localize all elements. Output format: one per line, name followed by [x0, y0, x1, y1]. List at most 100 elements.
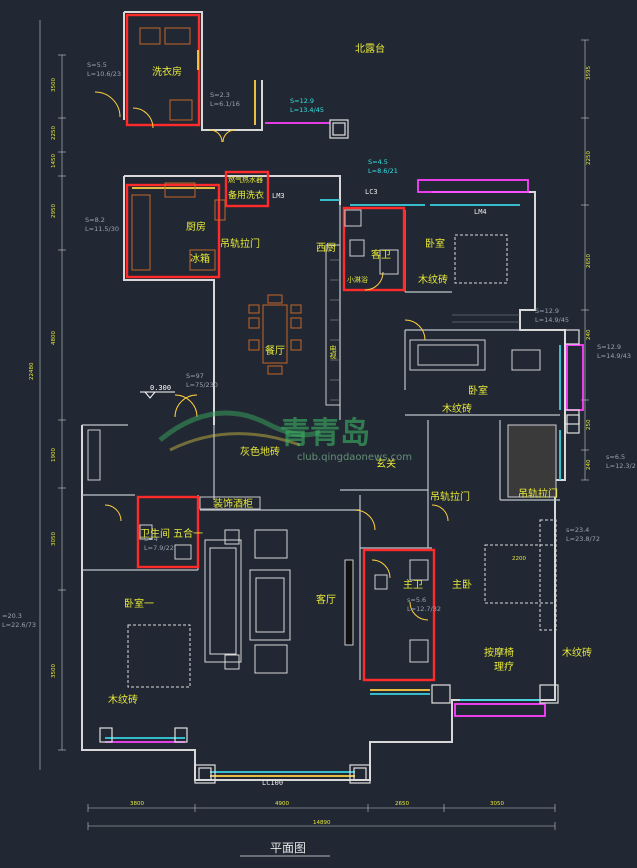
- balcony-level: 0.300: [150, 384, 171, 392]
- sofa-bedroom: [409, 339, 557, 498]
- dim-bottom-3: 2650: [395, 801, 409, 807]
- area-laundry-s: S=5.5: [87, 61, 107, 69]
- label-bath-five: 卫生间 五合一: [140, 527, 203, 540]
- dim-left-8: 3500: [51, 664, 57, 678]
- area-bedroom-mid-l: L=14.9/43: [597, 352, 631, 360]
- dimension-ticks: [58, 39, 589, 830]
- label-wood-floor-2: 木纹砖: [442, 402, 472, 415]
- label-sliding-door-2: 吊轨拉门: [430, 490, 470, 503]
- label-tv-wall: 电视: [329, 344, 337, 360]
- area-bath-five-l: L=7.9/22: [144, 544, 174, 552]
- label-north-terrace: 北露台: [355, 42, 385, 55]
- area-kitchen-l: L=11.5/30: [85, 225, 119, 233]
- code-labels: LM3 LC3 LM4 LC100 2200: [262, 188, 526, 787]
- label-massage: 按摩椅: [484, 646, 514, 659]
- label-water-heater: 燃气热水器: [228, 175, 263, 184]
- wine-cabinet: [199, 496, 261, 510]
- area-dining-l: L=75/230: [186, 381, 218, 389]
- label-sliding-door-3: 吊轨拉门: [518, 487, 558, 500]
- code-lm3: LM3: [272, 192, 285, 200]
- label-bedroom-ne: 卧室: [425, 237, 445, 250]
- dim-left-3: 1450: [51, 154, 57, 168]
- label-bedroom-one: 卧室一: [124, 597, 154, 610]
- dim-right-2: 2250: [586, 151, 592, 165]
- dim-left-2: 2250: [51, 126, 57, 140]
- room-labels: 北露台 洗衣房 燃气热水器 备用洗衣 厨房 冰箱 吊轨拉门 西厨 客卫 小淋浴 …: [108, 42, 592, 706]
- dim-right-6: 240: [586, 459, 592, 470]
- code-lm4: LM4: [474, 208, 487, 216]
- area-closet-s: s=6.5: [606, 453, 625, 461]
- dim-right-4: 240: [586, 329, 592, 340]
- dim-bottom-2: 4900: [275, 801, 289, 807]
- dim-total: 14890: [313, 820, 331, 826]
- dim-right-1: 3595: [586, 66, 592, 80]
- label-laundry: 洗衣房: [152, 65, 182, 78]
- level-marker: [140, 391, 175, 399]
- label-therapy: 理疗: [494, 660, 514, 673]
- code-lc100: LC100: [262, 779, 283, 787]
- label-living: 客厅: [316, 593, 336, 606]
- label-guest-bath: 客卫: [371, 248, 391, 261]
- guest-bath-zone: [342, 206, 406, 292]
- living-sofa: [204, 529, 291, 674]
- exterior-walls: [81, 11, 566, 781]
- dim-left-5: 4800: [51, 331, 57, 345]
- dimension-lines: [39, 20, 586, 827]
- area-kitchen-s: S=8.2: [85, 216, 105, 224]
- windows: [105, 50, 584, 777]
- dim-left-1: 3500: [51, 78, 57, 92]
- dim-right-3: 2650: [586, 254, 592, 268]
- label-wood-floor-1: 木纹砖: [418, 273, 448, 286]
- drawing-title: 平面图: [270, 841, 306, 855]
- area-bedroom-ne-l: L=14.9/45: [535, 316, 569, 324]
- kitchen-zone: [125, 183, 221, 279]
- area-heater-l: L=6.1/16: [210, 100, 240, 108]
- area-laundry-l: L=10.6/23: [87, 70, 121, 78]
- area-heater-s: S=2.3: [210, 91, 230, 99]
- bath-five-zone: [136, 495, 200, 569]
- label-western-kitchen: 西厨: [316, 242, 336, 254]
- hatching: [330, 259, 520, 401]
- area-guest-bath-s: S=4.5: [368, 158, 388, 166]
- dim-bottom-4: 3050: [490, 801, 504, 807]
- dim-bottom-1: 3800: [130, 801, 144, 807]
- label-bedroom-mid: 卧室: [468, 384, 488, 397]
- columns: [99, 119, 580, 784]
- area-terrace-l: L=13.4/45: [290, 106, 324, 114]
- dim-left-7: 3050: [51, 532, 57, 546]
- area-guest-bath-l: L=8.6/21: [368, 167, 398, 175]
- area-master-s: s=23.4: [566, 526, 589, 534]
- label-fridge: 冰箱: [190, 252, 210, 265]
- area-bath-five-s: S=4: [144, 535, 158, 543]
- beds: [127, 234, 557, 688]
- kitchen-fixtures: [131, 27, 226, 271]
- tv-cabinet: [87, 244, 354, 646]
- area-terrace-s: S=12.9: [290, 97, 314, 105]
- dim-right-5: 250: [586, 419, 592, 430]
- bed-size: 2200: [512, 556, 526, 562]
- area-bedroom-mid-s: S=12.9: [597, 343, 621, 351]
- code-lc3: LC3: [365, 188, 378, 196]
- label-wood-floor-3: 木纹砖: [108, 693, 138, 706]
- bath-fixtures: [139, 209, 429, 663]
- area-bedroom-one-s: =20.3: [2, 612, 22, 620]
- dim-left-total: 22480: [29, 362, 35, 380]
- laundry-zone: [125, 13, 201, 127]
- watermark: 青青岛 club.qingdaonews.com: [158, 410, 412, 463]
- watermark-url: club.qingdaonews.com: [297, 452, 412, 463]
- label-foyer: 玄关: [376, 457, 396, 470]
- watermark-brand: 青青岛: [280, 416, 370, 451]
- area-master-bath-s: s=5.6: [407, 596, 426, 604]
- label-master-bed: 主卧: [452, 578, 472, 591]
- dimension-texts: 3800 4900 2650 3050 14890 22480 3500 225…: [29, 66, 592, 826]
- label-master-bath: 主卫: [403, 579, 423, 591]
- area-master-l: L=23.8/72: [566, 535, 600, 543]
- area-master-bath-l: L=12.7/32: [407, 605, 441, 613]
- area-dining-s: S=97: [186, 372, 204, 380]
- label-wood-floor-4: 木纹砖: [562, 646, 592, 659]
- label-deco-wine: 装饰酒柜: [213, 497, 253, 510]
- label-grey-tile: 灰色地砖: [240, 445, 280, 458]
- master-bath-zone: [362, 548, 436, 682]
